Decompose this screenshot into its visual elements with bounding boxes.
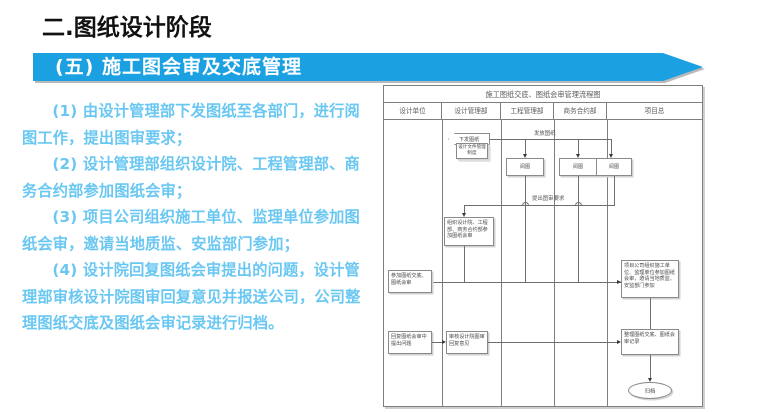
- banner-label: (五) 施工图会审及交底管理: [55, 56, 302, 78]
- edge-eng-long: [525, 205, 526, 282]
- edge-drop-biz: [578, 139, 579, 156]
- edge-up-biz: [578, 176, 579, 205]
- column-header-project-chief: 项目总: [644, 107, 665, 115]
- arrow-right-pm-organize: [617, 279, 621, 284]
- node-design-doc-policy[interactable]: 设计文件管理制度: [456, 143, 488, 159]
- body-text-block: (1) 由设计管理部下发图纸至各部门，进行阅图工作，提出图审要求； (2) 设计…: [22, 98, 370, 337]
- column-header-design-mgmt: 设计管理部: [442, 103, 501, 119]
- edge-meeting-bus: [412, 282, 621, 283]
- paragraph-3: (3) 项目公司组织施工单位、监理单位参加图纸会审，邀请当地质监、安监部门参加；: [22, 208, 360, 253]
- column-header-design-unit: 设计单位: [384, 103, 442, 119]
- edge-up-eng: [525, 176, 526, 205]
- node-archive[interactable]: 归档: [628, 382, 672, 399]
- node-reply-review-issues[interactable]: 回复图纸会审中提出问题: [388, 331, 432, 354]
- paragraph-2: (2) 设计管理部组织设计院、工程管理部、商务合约部参加图纸会审；: [22, 155, 360, 200]
- arrow-down-organize: [461, 213, 466, 217]
- arrow-right-compile: [617, 339, 621, 344]
- banner-arrow-shape: [33, 53, 703, 81]
- arrow-down-archive: [647, 378, 652, 382]
- node-pm-organize-review[interactable]: 项目公司组织施工单位、监理单位参加图纸会审，邀请当地质监、安监部门参加: [621, 260, 679, 298]
- node-read-drawings-pm[interactable]: 阅图: [596, 158, 632, 176]
- section-banner: (五) 施工图会审及交底管理: [33, 53, 705, 83]
- flowchart: 施工图纸交底、图纸会审管理流程图 设计单位 设计管理部 工程管理部 商务合约部 …: [383, 85, 703, 407]
- node-organize-review-meeting[interactable]: 组织设计院、工程部、商务合约部参加图纸会审: [444, 217, 494, 246]
- node-compile-records[interactable]: 整理图纸交底、图纸会审记录: [621, 329, 679, 355]
- flowchart-title: 施工图纸交底、图纸会审管理流程图: [384, 86, 702, 103]
- page-title: 二.图纸设计阶段: [42, 15, 212, 41]
- node-read-drawings-eng[interactable]: 阅图: [506, 158, 544, 176]
- edge-biz-long: [578, 205, 579, 282]
- paragraph-1: (1) 由设计管理部下发图纸至各部门，进行阅图工作，提出图审要求；: [22, 102, 360, 147]
- edge-review-to-compile: [488, 342, 617, 343]
- edge-drop-pm: [611, 139, 612, 156]
- lane-divider-1: [442, 120, 443, 407]
- edge-distribution-bus: [490, 139, 611, 140]
- edge-pm-to-compile: [650, 298, 651, 336]
- node-attend-handover-review[interactable]: 参加图纸交底、图纸会审: [388, 270, 432, 293]
- arrow-right-review: [442, 339, 446, 344]
- lane-divider-3: [554, 120, 555, 407]
- column-header-eng-mgmt: 工程管理部: [501, 103, 554, 119]
- flowchart-column-headers: 设计单位 设计管理部 工程管理部 商务合约部 项目总: [384, 103, 702, 120]
- edge-organize-down: [464, 246, 465, 282]
- wire-hop-1: [521, 202, 529, 206]
- edge-up-pm: [614, 176, 615, 198]
- arrow-down-eng: [522, 154, 527, 158]
- edge-label-review-request: 提出图审要求: [532, 196, 565, 202]
- node-read-drawings-biz[interactable]: 阅图: [559, 158, 597, 176]
- edge-label-issue-drawings: 发放图纸: [534, 131, 556, 137]
- edge-review-request-bus: [464, 205, 614, 206]
- edge-compile-to-archive: [650, 355, 651, 380]
- column-header-biz-contract: 商务合约部: [554, 103, 607, 119]
- edge-reply-to-review: [432, 342, 444, 343]
- edge-pm-join: [614, 198, 615, 206]
- node-review-reply-opinion[interactable]: 审核设计院图审回复意见: [446, 331, 488, 354]
- lane-divider-2: [501, 120, 502, 407]
- arrow-down-biz: [575, 154, 580, 158]
- paragraph-4: (4) 设计院回复图纸会审提出的问题，设计管理部审核设计院图审回复意见并报送公司…: [22, 261, 361, 332]
- arrow-down-pm: [608, 154, 613, 158]
- lane-divider-4: [607, 120, 608, 407]
- edge-down-organize: [464, 205, 465, 215]
- wire-hop-2: [574, 202, 582, 206]
- edge-drop-eng: [525, 139, 526, 156]
